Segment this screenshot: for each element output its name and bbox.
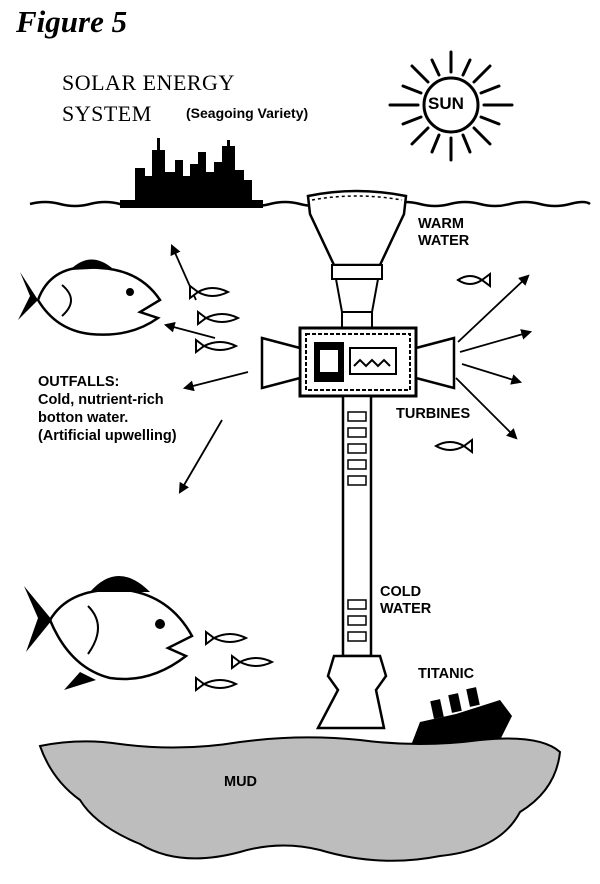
mud-seafloor — [38, 736, 562, 862]
turbines-label: TURBINES — [396, 406, 471, 422]
sun-label: SUN — [428, 94, 464, 113]
outfall-arrows — [163, 244, 533, 494]
outfalls-label-line1: OUTFALLS: — [38, 374, 120, 390]
big-fish-lower-icon — [24, 576, 194, 690]
figure-label: Figure 5 — [16, 4, 128, 39]
otec-tower — [260, 189, 456, 730]
diagram-title-line1: SOLAR ENERGY — [62, 70, 235, 95]
cold-water-label-line1: COLD — [380, 584, 422, 600]
warm-water-label-line1: WARM — [418, 216, 464, 232]
diagram-title-line2: SYSTEM — [62, 101, 152, 126]
city-skyline-icon — [120, 138, 263, 208]
titanic-ship-icon — [410, 687, 512, 748]
sun-icon — [388, 50, 514, 162]
diagram-subtitle: (Seagoing Variety) — [186, 105, 309, 121]
big-fish-upper-icon — [18, 259, 162, 336]
small-fish-group — [189, 272, 491, 692]
outfalls-label-line4: (Artificial upwelling) — [38, 428, 177, 444]
cold-water-label-line2: WATER — [380, 601, 432, 617]
titanic-label: TITANIC — [418, 666, 475, 682]
mud-label: MUD — [224, 774, 258, 790]
outfalls-label-line3: botton water. — [38, 410, 129, 426]
warm-water-label-line2: WATER — [418, 233, 470, 249]
outfalls-label-line2: Cold, nutrient-rich — [38, 392, 164, 408]
